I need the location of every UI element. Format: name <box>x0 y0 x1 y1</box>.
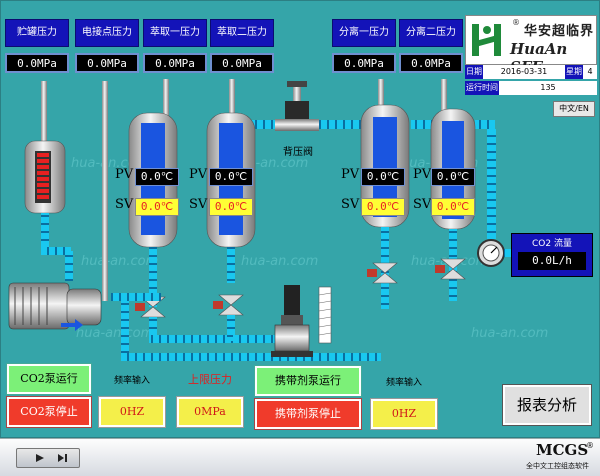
extractor-2-sv[interactable]: 0.0℃ <box>209 198 253 216</box>
process-diagram: hua-an.com hua-an.com hua-an.com hua-an.… <box>0 0 600 438</box>
entrainer-pump-run-button[interactable]: 携带剂泵运行 <box>254 365 362 397</box>
co2-flow-title: CO2 流量 <box>532 239 572 249</box>
co2-pump-stop-button[interactable]: CO2泵停止 <box>6 396 92 428</box>
pump-discharge-pipe <box>111 293 161 301</box>
extractor-2-valve <box>213 294 244 316</box>
entrainer-pump-stop-button[interactable]: 携带剂泵停止 <box>254 398 362 430</box>
week-value: 4 <box>583 65 597 79</box>
extractor-2-pv-label: PV <box>189 167 208 182</box>
week-label: 星期 <box>565 65 583 79</box>
co2-pump-run-button[interactable]: CO2泵运行 <box>6 363 92 395</box>
extractor-2-pressure-value: 0.0MPa <box>210 53 274 73</box>
extractor-1-bottom-pipe <box>149 247 157 307</box>
separator-2-sv-label: SV <box>413 197 432 212</box>
separator-1-sv-label: SV <box>341 197 360 212</box>
storage-tank-inlet-pipe <box>41 81 47 141</box>
brand-name-cn: 华安超临界 <box>524 24 595 39</box>
runtime-label: 运行时间 <box>465 81 499 95</box>
extractor-2-drain-pipe <box>227 315 235 341</box>
entrainer-level-column <box>318 286 332 344</box>
contact-pressure-title: 电接点压力 <box>75 19 139 47</box>
upper-pressure-label: 上限压力 <box>188 373 232 386</box>
separator-link-pipe <box>411 120 441 129</box>
huaan-logo-icon <box>472 24 501 56</box>
extractor-1-sv-label: SV <box>115 197 134 212</box>
flowmeter-outlet-pipe <box>504 249 514 257</box>
extractor-1-pressure-title: 萃取一压力 <box>143 19 207 47</box>
runtime-value: 135 <box>499 81 597 95</box>
extractor-2-pv: 0.0℃ <box>209 168 253 186</box>
watermark: hua-an.com <box>241 254 318 269</box>
flowmeter-feed-pipe <box>475 120 495 129</box>
mcgs-logo-text: MCGS <box>536 441 589 459</box>
pressure-line-pipe <box>102 81 108 301</box>
watermark: hua-an.com <box>81 254 158 269</box>
next-icon[interactable] <box>57 453 69 463</box>
language-toggle-button[interactable]: 中文/EN <box>553 101 595 117</box>
tank-outlet-pipe <box>41 213 49 251</box>
datetime-value: 2016-03-31 13:29:32 <box>483 65 565 90</box>
playback-controls <box>16 448 80 468</box>
play-icon[interactable] <box>35 453 45 463</box>
separator-1-pressure-value: 0.0MPa <box>332 53 396 73</box>
brand-logo: ® 华安超临界 HuaAn SFE <box>465 15 597 76</box>
mcgs-registered-mark: ® <box>586 441 594 450</box>
watermark: hua-an.com <box>471 326 548 341</box>
entrainer-feed-pipe <box>233 335 293 343</box>
contact-pressure-value: 0.0MPa <box>75 53 139 73</box>
separator-2-pressure-value: 0.0MPa <box>399 53 463 73</box>
upper-pressure-field[interactable]: 0MPa <box>176 396 244 428</box>
co2-flow-value: 0.0L/h <box>518 252 586 270</box>
freq-input-1-label: 频率输入 <box>113 376 150 386</box>
extractor-1-pressure-value: 0.0MPa <box>143 53 207 73</box>
date-label: 日期 <box>465 65 483 79</box>
back-pressure-valve-label: 背压阀 <box>283 147 313 158</box>
separator-2-pv: 0.0℃ <box>431 168 475 186</box>
separator-2-pressure-title: 分离二压力 <box>399 19 463 47</box>
freq-input-1-field[interactable]: 0HZ <box>98 396 166 428</box>
bottom-main-pipe <box>121 353 381 361</box>
back-pressure-valve <box>275 81 319 131</box>
co2-pump <box>8 282 102 331</box>
co2-flowmeter <box>477 239 505 267</box>
extractor-2-pressure-title: 萃取二压力 <box>210 19 274 47</box>
extractor-1-drain-pipe <box>149 317 157 341</box>
separator-1-valve <box>367 262 398 284</box>
separator-1-top-pipe <box>378 79 384 107</box>
separator-2-valve <box>435 258 466 280</box>
mcgs-subtitle: 全中文工控组态软件 <box>526 462 589 470</box>
extractor-drain-pipe-h <box>149 335 239 343</box>
watermark: hua-an.com <box>76 326 153 341</box>
flowmeter-riser-pipe <box>487 129 496 239</box>
mcgs-taskbar: MCGS ® 全中文工控组态软件 <box>0 438 600 476</box>
separator-1-pv: 0.0℃ <box>361 168 405 186</box>
separator-2-top-pipe <box>441 79 447 113</box>
entrainer-pump <box>271 285 313 357</box>
storage-pressure-title: 贮罐压力 <box>5 19 69 47</box>
extractor-1-pv-label: PV <box>115 167 134 182</box>
extractor-1-top-pipe <box>163 79 169 117</box>
extractor-2-top-pipe <box>229 79 235 117</box>
separator-2-sv[interactable]: 0.0℃ <box>431 198 475 216</box>
tank-level-indicator <box>35 151 51 203</box>
separator-2-pv-label: PV <box>413 167 432 182</box>
freq-input-2-field[interactable]: 0HZ <box>370 398 438 430</box>
storage-pressure-value: 0.0MPa <box>5 53 69 73</box>
extractor-2-sv-label: SV <box>189 197 208 212</box>
extractor-1-sv[interactable]: 0.0℃ <box>135 198 179 216</box>
separator-1-pressure-title: 分离一压力 <box>332 19 396 47</box>
extractor-1-pv: 0.0℃ <box>135 168 179 186</box>
report-analysis-button[interactable]: 报表分析 <box>502 384 592 426</box>
registered-mark: ® <box>512 18 520 27</box>
co2-flow-panel: CO2 流量 0.0L/h <box>511 233 593 277</box>
separator-1-sv[interactable]: 0.0℃ <box>361 198 405 216</box>
separator-1-pv-label: PV <box>341 167 360 182</box>
extractor-2-bottom-pipe <box>227 247 235 283</box>
pump-suction-pipe <box>65 251 73 281</box>
tank-outlet-pipe-h <box>41 247 71 255</box>
freq-input-2-label: 频率输入 <box>385 378 422 388</box>
bottom-return-riser <box>121 301 129 361</box>
